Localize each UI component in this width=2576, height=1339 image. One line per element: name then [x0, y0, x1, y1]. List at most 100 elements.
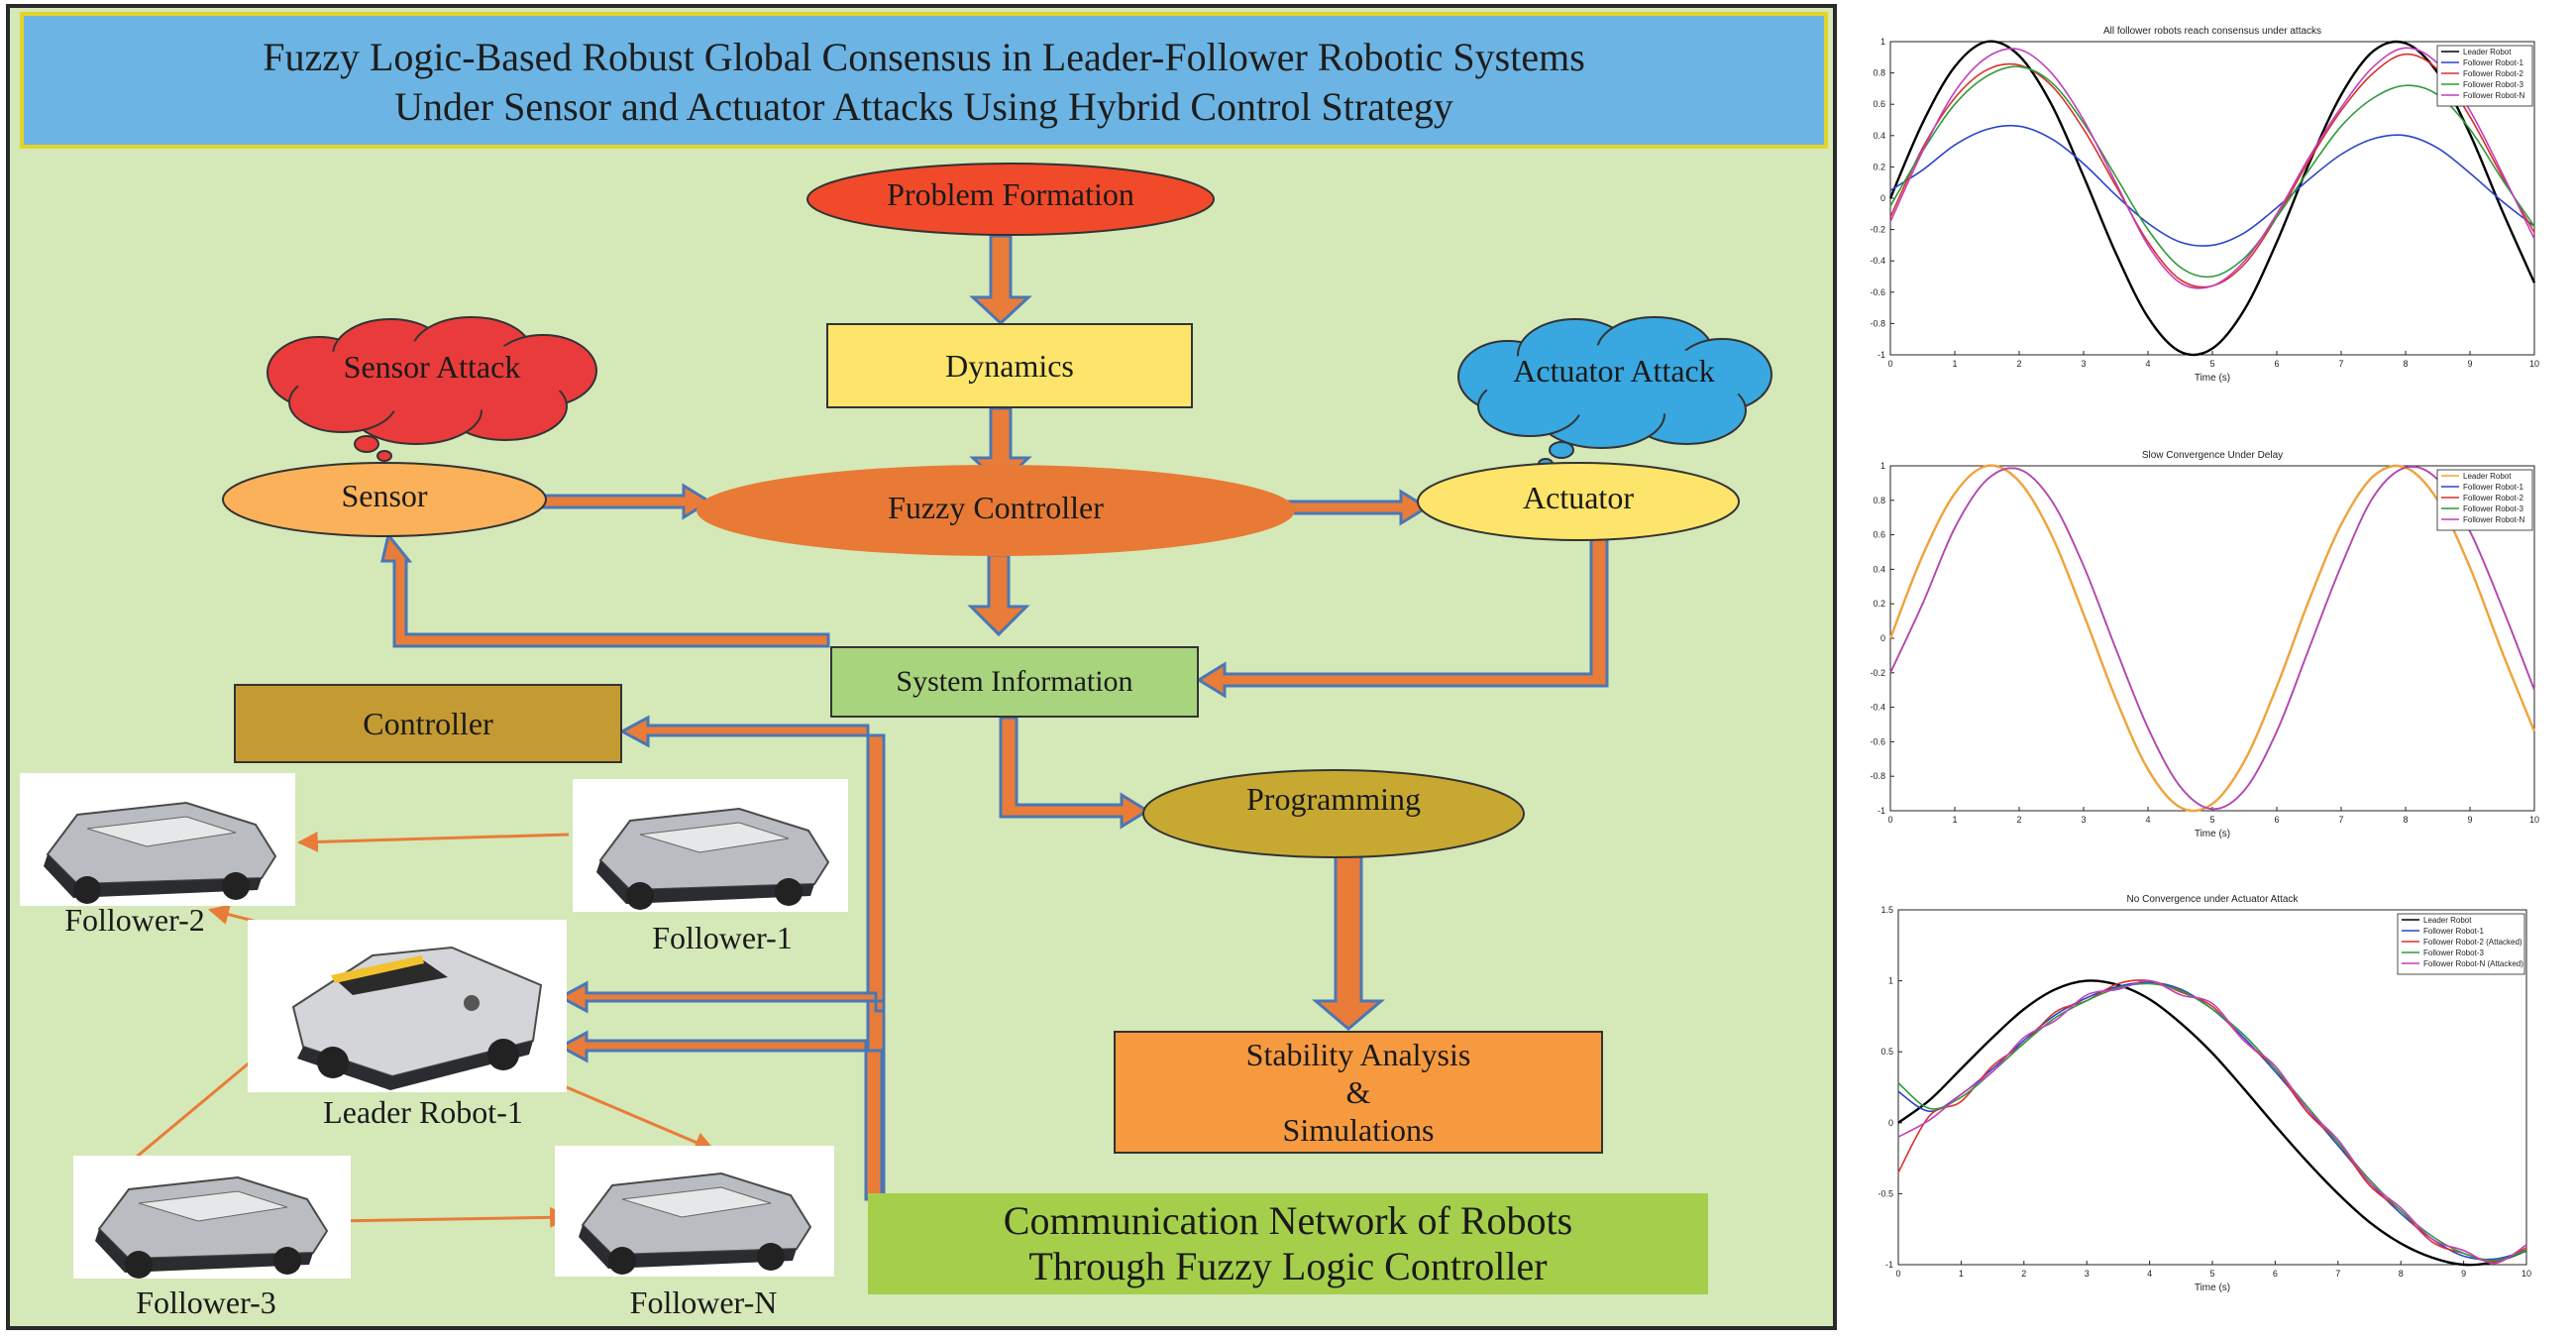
x-tick-label: 9 [2461, 1269, 2466, 1279]
x-tick-label: 1 [1959, 1269, 1964, 1279]
sensor-attack-label: Sensor Attack [343, 349, 521, 385]
stability-line-2: & [1345, 1074, 1371, 1110]
y-tick-label: 0.4 [1873, 131, 1885, 141]
programming-shape [1142, 769, 1525, 858]
arrow-comm-to-leader-a [557, 980, 886, 1014]
series-line [1897, 979, 2527, 1265]
series-line [1889, 65, 2535, 279]
title-line-2: Under Sensor and Actuator Attacks Using … [394, 84, 1453, 129]
x-tick-label: 6 [2273, 1269, 2278, 1279]
legend-entry: Follower Robot-N (Attacked) [2423, 959, 2523, 968]
legend-entry: Follower Robot-N [2463, 515, 2524, 524]
x-tick-label: 4 [2145, 815, 2150, 825]
follower-3-photo [73, 1156, 351, 1279]
x-tick-label: 8 [2403, 359, 2408, 369]
comm-line-1: Communication Network of Robots [1003, 1198, 1573, 1243]
x-tick-label: 8 [2403, 815, 2408, 825]
stability-analysis-box: Stability Analysis & Simulations [1114, 1031, 1603, 1154]
x-tick-label: 7 [2338, 815, 2343, 825]
y-tick-label: 0 [1888, 1118, 1893, 1128]
title-banner: Fuzzy Logic-Based Robust Global Consensu… [20, 12, 1828, 149]
y-tick-label: -0.2 [1870, 668, 1885, 678]
fuzzy-controller-label: Fuzzy Controller [888, 490, 1104, 525]
x-tick-label: 3 [2081, 815, 2086, 825]
robot-icon [95, 1175, 329, 1279]
chart-panel-1: All follower robots reach consensus unde… [1841, 20, 2566, 389]
x-tick-label: 10 [2529, 359, 2539, 369]
controller-label: Controller [363, 705, 493, 741]
y-tick-label: 1.5 [1880, 905, 1893, 915]
leader-robot-photo [248, 920, 567, 1092]
robot-icon [291, 946, 543, 1090]
comm-line-2: Through Fuzzy Logic Controller [1028, 1244, 1548, 1288]
follower-1-photo [573, 779, 848, 912]
legend-box [2436, 469, 2533, 531]
robot-icon [596, 807, 830, 910]
arrow-fuzzy-to-sysinfo [967, 553, 1030, 637]
arrow-fuzzy-to-actuator [1286, 489, 1430, 526]
series-line [1889, 124, 2535, 247]
x-tick-label: 10 [2529, 815, 2539, 825]
legend-entry: Follower Robot-2 [2463, 494, 2523, 502]
robot-icon [44, 801, 277, 904]
x-tick-label: 6 [2274, 815, 2279, 825]
arrow-leader-to-followern [554, 1080, 715, 1153]
arrow-follower3-to-followern [332, 1206, 572, 1228]
series-line [1897, 979, 2527, 1267]
legend-entry: Follower Robot-3 [2423, 948, 2484, 957]
y-tick-label: -0.8 [1870, 771, 1885, 781]
x-tick-label: 2 [2021, 1269, 2026, 1279]
y-tick-label: 0.4 [1873, 564, 1885, 574]
y-tick-label: 1 [1880, 37, 1885, 47]
x-tick-label: 0 [1887, 815, 1892, 825]
arrow-programming-to-stability [1311, 846, 1386, 1031]
legend-entry: Follower Robot-3 [2463, 80, 2523, 89]
problem-formation-label: Problem Formation [887, 176, 1134, 212]
x-tick-label: 1 [1952, 815, 1957, 825]
legend-entry: Follower Robot-1 [2463, 58, 2523, 67]
x-tick-label: 0 [1895, 1269, 1900, 1279]
legend-box [2436, 45, 2533, 107]
legend-box [2397, 913, 2525, 975]
programming-label: Programming [1246, 781, 1421, 817]
follower-3-label: Follower-3 [136, 1284, 276, 1320]
x-tick-label: 10 [2522, 1269, 2531, 1279]
sensor-shape [222, 462, 547, 537]
y-tick-label: -1 [1878, 350, 1885, 360]
dynamics-box: Dynamics [826, 323, 1193, 408]
x-axis-label: Time (s) [2195, 829, 2230, 839]
actuator-attack-cloud [1457, 316, 1772, 470]
controller-box: Controller [234, 684, 622, 763]
y-tick-label: -0.4 [1870, 256, 1885, 266]
legend-entry: Follower Robot-N [2463, 91, 2524, 100]
arrow-sensor-to-fuzzy [541, 483, 712, 520]
fuzzy-controller-shape [697, 465, 1295, 556]
arrow-comm-to-leader-b [557, 1030, 884, 1201]
leader-robot-label: Leader Robot-1 [323, 1094, 523, 1130]
y-tick-label: -0.6 [1870, 287, 1885, 297]
x-tick-label: 2 [2016, 359, 2021, 369]
legend-entry: Follower Robot-3 [2463, 504, 2523, 513]
sensor-label: Sensor [341, 478, 428, 513]
series-line [1888, 40, 2536, 357]
actuator-shape [1417, 462, 1740, 541]
y-tick-label: 0 [1880, 193, 1885, 203]
y-tick-label: -0.8 [1870, 318, 1885, 328]
chart-title: All follower robots reach consensus unde… [2103, 26, 2321, 37]
y-tick-label: -1 [1885, 1260, 1893, 1270]
system-information-label: System Information [896, 665, 1133, 698]
legend-entry: Follower Robot-1 [2423, 927, 2484, 936]
x-tick-label: 8 [2399, 1269, 2404, 1279]
x-tick-label: 0 [1887, 359, 1892, 369]
y-tick-label: 0 [1880, 633, 1885, 643]
legend-entry: Follower Robot-2 (Attacked) [2423, 938, 2522, 947]
flow-arrows [105, 234, 1609, 1228]
system-information-box: System Information [830, 646, 1199, 718]
x-tick-label: 1 [1952, 359, 1957, 369]
series-line [1897, 982, 2527, 1262]
arrow-sysinfo-to-programming [999, 716, 1150, 830]
y-tick-label: -0.2 [1870, 225, 1885, 235]
